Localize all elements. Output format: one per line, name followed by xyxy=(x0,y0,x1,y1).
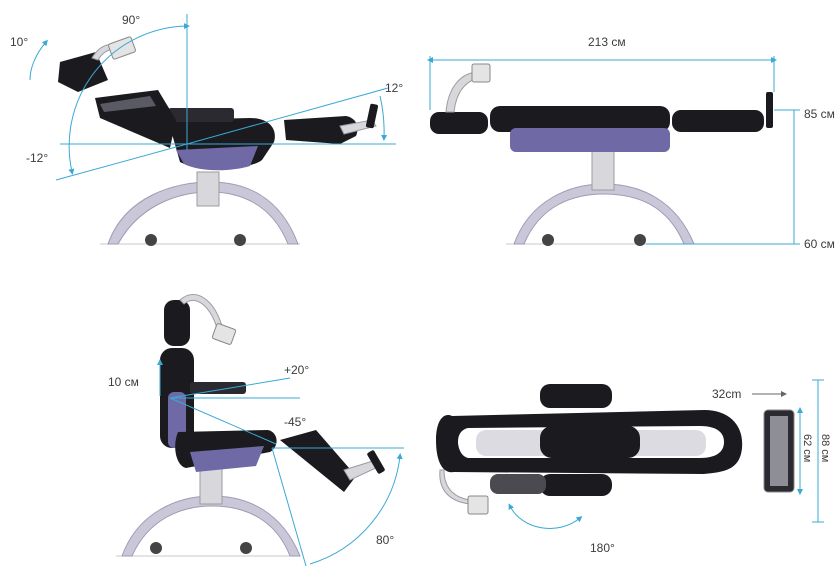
angle-90-label: 90° xyxy=(122,13,140,27)
armrest-up-line xyxy=(169,377,291,399)
seat-frame xyxy=(190,446,264,472)
lamp-arm xyxy=(439,469,471,505)
legrest xyxy=(672,110,764,132)
rotation-label: 180° xyxy=(590,541,615,555)
wheel xyxy=(240,542,252,554)
leg-angle-label: 80° xyxy=(376,533,394,547)
angle-minus-12-label: -12° xyxy=(26,151,48,165)
armrest-down-line xyxy=(169,397,277,445)
tilt-up-line xyxy=(186,87,389,145)
headrest xyxy=(430,112,488,134)
lamp-head xyxy=(471,63,491,83)
seat-top xyxy=(540,426,640,458)
lamp-head xyxy=(211,323,237,345)
seat-frame xyxy=(510,128,670,152)
headrest-arc xyxy=(29,39,48,81)
rotation-arc xyxy=(508,503,583,529)
legrest-vertical xyxy=(271,447,307,567)
tilt-down-line xyxy=(55,143,188,181)
height-top-label: 85 см xyxy=(804,107,835,121)
lift-column xyxy=(591,145,615,191)
headrest xyxy=(58,52,108,92)
footrest-length-label: 62 см xyxy=(801,434,813,462)
chair-base xyxy=(107,181,299,245)
wheel xyxy=(234,234,246,246)
legrest-arc xyxy=(309,453,403,565)
height-bottom-label: 60 см xyxy=(804,237,835,251)
top-view: 32cm 62 см 88 см 180° xyxy=(436,379,831,555)
legrest xyxy=(284,116,358,144)
total-width-label: 88 см xyxy=(819,434,831,462)
armrest xyxy=(190,382,246,394)
chair-base xyxy=(513,183,695,245)
headrest xyxy=(164,300,190,346)
legrest-arc xyxy=(379,95,388,141)
angle-10-label: 10° xyxy=(10,35,28,49)
lift-column xyxy=(196,171,220,207)
armrest-height-label: 10 см xyxy=(108,375,139,389)
seated-side-view: 10 см +20° -45° 80° xyxy=(108,294,404,567)
lamp-head xyxy=(467,495,489,515)
armrest-up-label: +20° xyxy=(284,363,309,377)
armrest-top xyxy=(540,384,612,408)
armrest-bottom xyxy=(540,474,612,496)
length-label: 213 см xyxy=(588,35,626,49)
side-tray xyxy=(490,474,546,494)
flat-side-view: 213 см 85 см 60 см xyxy=(427,35,835,251)
lamp-head xyxy=(108,36,136,60)
recline-arc xyxy=(68,23,190,175)
backrest-and-seat xyxy=(490,106,670,132)
angle-12-label: 12° xyxy=(385,81,403,95)
footrest-plate xyxy=(766,92,773,128)
footrest-pad xyxy=(770,416,788,486)
wheel xyxy=(634,234,646,246)
footrest-plate xyxy=(367,450,385,474)
wheel xyxy=(150,542,162,554)
legrest xyxy=(280,430,356,492)
armrest xyxy=(168,108,234,122)
wheel xyxy=(542,234,554,246)
chair-base xyxy=(121,495,301,557)
footrest-width-label: 32cm xyxy=(712,387,741,401)
reclined-side-view: 90° 10° 12° -12° xyxy=(10,13,403,246)
wheel xyxy=(145,234,157,246)
footrest-plate xyxy=(365,103,379,129)
armrest-down-label: -45° xyxy=(284,415,306,429)
seat-frame xyxy=(176,146,258,171)
